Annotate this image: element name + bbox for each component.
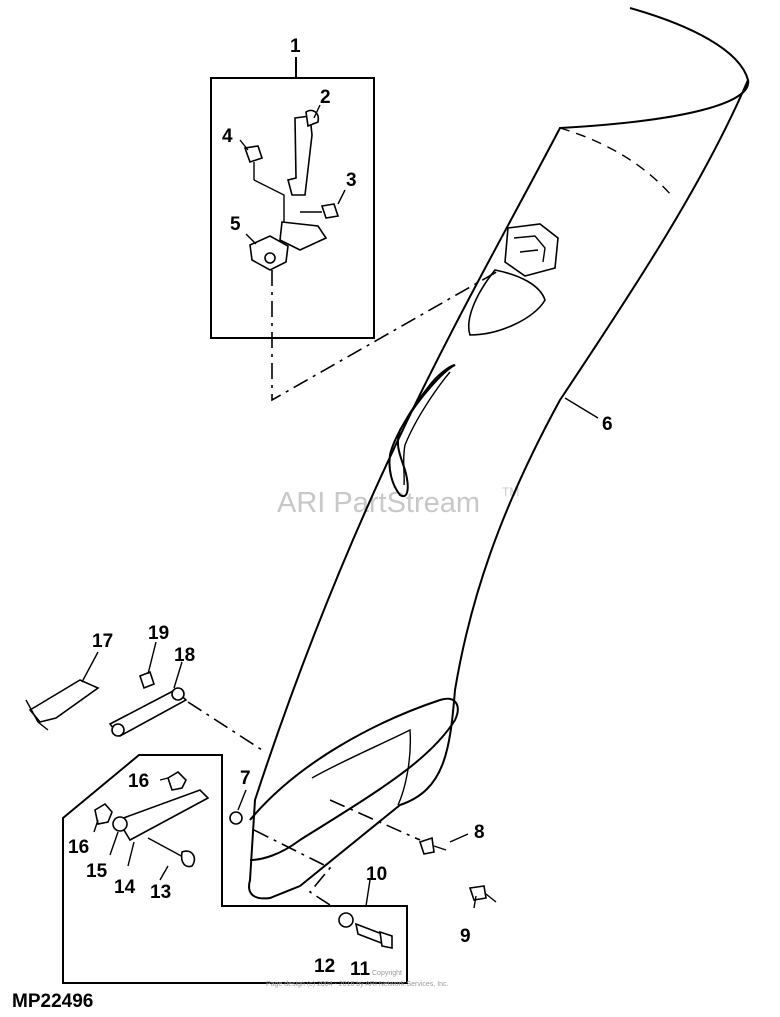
diagram-code: MP22496 [12,991,93,1012]
callout-1: 1 [290,36,301,57]
callout-18: 18 [174,645,195,666]
callout-11: 11 [350,959,371,980]
watermark-text: ARI PartStream [277,487,480,519]
callout-8: 8 [474,822,485,843]
part-17-rod [28,679,100,723]
callout-15: 15 [86,861,108,882]
callout-10: 10 [366,864,387,885]
callout-3: 3 [346,170,357,191]
inset-box-1 [210,57,501,402]
inset-box-10 [62,754,408,984]
part-12-washer [338,912,354,928]
callout-19: 19 [148,623,169,644]
callout-12: 12 [314,956,335,977]
callout-6: 6 [602,414,613,435]
copyright-line-1: Copyright [372,970,402,977]
callout-16-upper: 16 [128,771,149,792]
callout-2: 2 [320,87,331,108]
part-9-bolt [468,885,487,901]
part-14-link [116,789,210,842]
part-7-washer [229,811,243,825]
callout-7: 7 [240,768,251,789]
chute-part-6 [248,7,750,900]
callout-9: 9 [460,926,471,947]
watermark-tm: TM [502,485,519,499]
callout-13: 13 [150,882,171,903]
callout-4: 4 [222,126,233,147]
callout-17: 17 [92,631,113,652]
part-8-bolt [418,836,435,855]
callout-16-lower: 16 [68,837,89,858]
callout-14: 14 [114,877,136,898]
copyright-line-2: Page design (c) 2004 - 2016 by ARI Netwo… [266,981,449,988]
callout-5: 5 [230,214,241,235]
